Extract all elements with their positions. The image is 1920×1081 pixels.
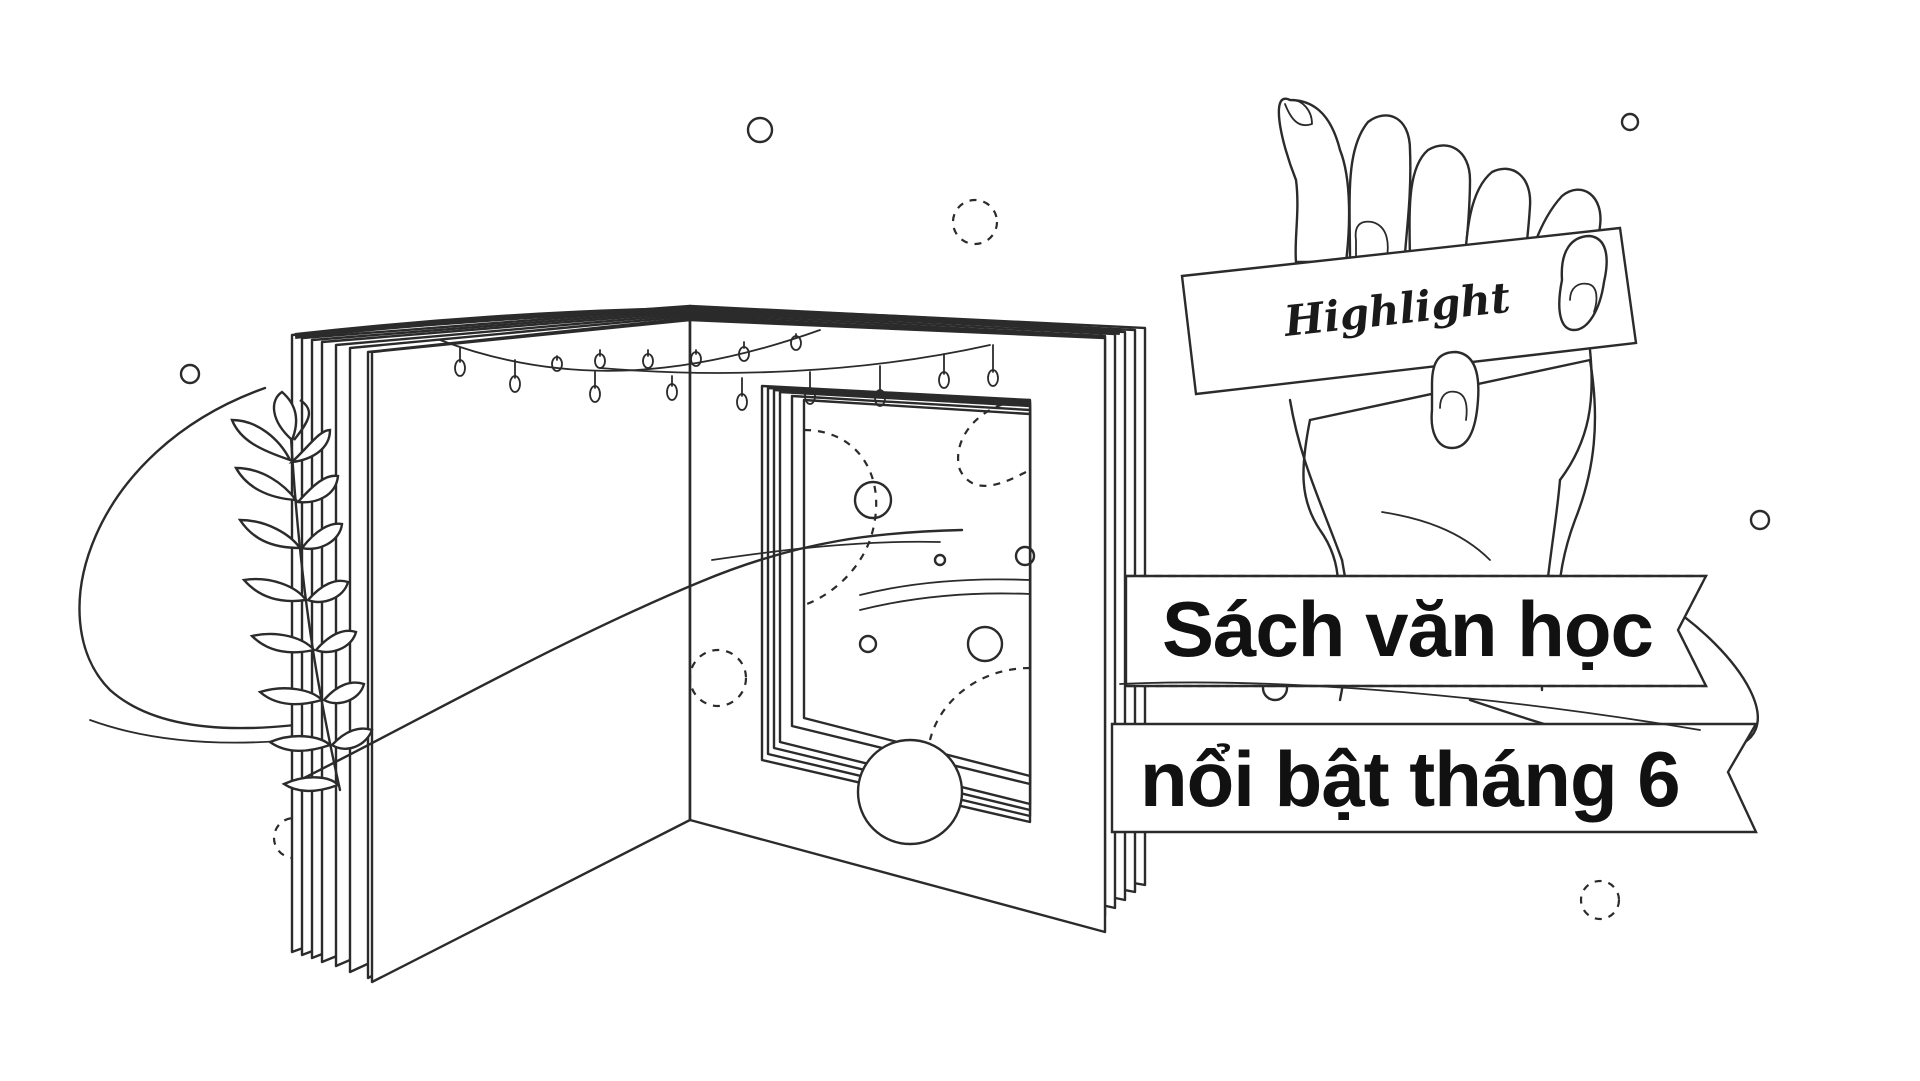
banner-title-line1: Sách văn học — [1162, 585, 1653, 673]
string-lights-icon — [439, 329, 999, 411]
decor-circle — [746, 116, 774, 144]
decor-circle-dashed — [688, 648, 748, 708]
title-banner: Sách văn học nổi bật tháng 6 — [1110, 574, 1759, 834]
leaf-branch-icon — [230, 390, 374, 793]
decor-circle-large — [856, 738, 964, 846]
decor-circle — [1620, 112, 1640, 132]
hand-holding-tag-illustration: Highlight — [1180, 97, 1638, 702]
decor-circle — [179, 363, 201, 385]
banner-ribbon-bottom — [1110, 722, 1759, 834]
open-book-illustration — [290, 304, 1147, 984]
decor-circle — [1749, 509, 1771, 531]
decor-circle-dashed — [1579, 879, 1621, 921]
book-window — [760, 384, 1036, 824]
banner-title-line2: nổi bật tháng 6 — [1140, 735, 1680, 823]
orbit-line-front — [1119, 681, 1701, 731]
highlight-tag — [1180, 226, 1638, 396]
decor-circle-dashed — [951, 198, 999, 246]
